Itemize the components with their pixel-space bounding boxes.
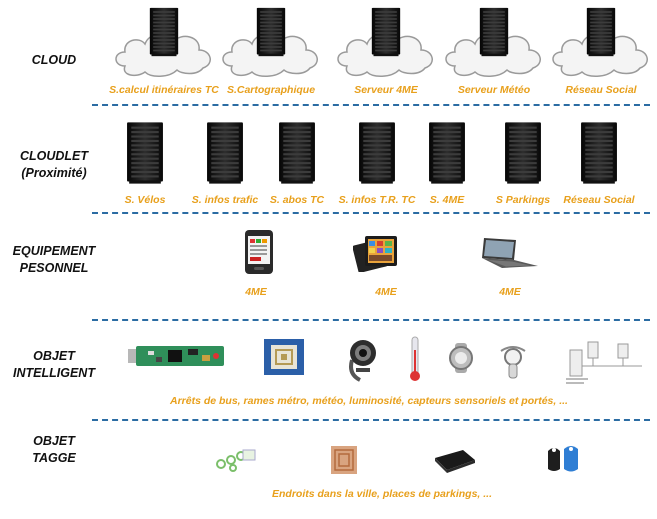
tier-tagged: OBJET TAGGE bbox=[6, 433, 102, 467]
rfid-tags-icon bbox=[216, 449, 256, 472]
keyfob-tags-icon bbox=[548, 446, 578, 472]
cloudlet-service-label: S Parkings bbox=[495, 194, 551, 206]
tier-cloud-line-1: CLOUD bbox=[31, 53, 77, 67]
cloudlet-service-label: S. 4ME bbox=[429, 194, 465, 206]
cloud-service-label: Réseau Social bbox=[565, 84, 637, 96]
cloud-service-label: Serveur Météo bbox=[457, 84, 531, 96]
cloud-service-label: S.Cartographique bbox=[226, 84, 316, 96]
cloudlet-service-label: S. Vélos bbox=[124, 194, 166, 206]
tier-personal: EQUIPEMENT PESONNEL bbox=[6, 243, 102, 277]
server-icon bbox=[504, 120, 542, 191]
separator-smart-tagged bbox=[92, 419, 650, 421]
thermometer-icon bbox=[410, 336, 420, 381]
cloud-service-label: Serveur 4ME bbox=[354, 84, 418, 96]
smart-objects-caption: Arrêts de bus, rames métro, météo, lumin… bbox=[170, 395, 568, 407]
separator-cloud-cloudlet bbox=[92, 104, 650, 106]
tier-smart-line-2: INTELLIGENT bbox=[13, 366, 95, 380]
server-icon bbox=[256, 6, 286, 63]
tier-tagged-line-1: OBJET bbox=[33, 434, 75, 448]
tier-personal-line-1: EQUIPEMENT bbox=[12, 244, 96, 258]
personal-device-label: 4ME bbox=[245, 286, 267, 298]
server-icon bbox=[126, 120, 164, 191]
nfc-tag-icon bbox=[331, 446, 357, 474]
server-icon bbox=[206, 120, 244, 191]
tier-cloud: CLOUD bbox=[6, 52, 102, 69]
server-icon bbox=[580, 120, 618, 191]
tag-box-icon bbox=[435, 450, 475, 473]
sensor-network-icon bbox=[566, 341, 642, 384]
rfid-reader-icon bbox=[264, 339, 304, 375]
tier-cloudlet-line-1: CLOUDLET bbox=[19, 149, 89, 163]
smartphone-icon bbox=[245, 230, 273, 274]
circuit-board-icon bbox=[128, 346, 224, 366]
server-icon bbox=[149, 6, 179, 63]
tier-personal-line-2: PESONNEL bbox=[19, 261, 89, 275]
tier-smart-line-1: OBJET bbox=[33, 349, 75, 363]
tablet-icon bbox=[353, 236, 397, 272]
personal-device-label: 4ME bbox=[375, 286, 397, 298]
cloudlet-service-label: S. infos trafic bbox=[191, 194, 259, 206]
separator-personal-smart bbox=[92, 319, 650, 321]
server-icon bbox=[428, 120, 466, 191]
cloudlet-service-label: S. infos T.R. TC bbox=[338, 194, 416, 206]
motion-sensor-icon bbox=[500, 346, 526, 379]
tier-tagged-line-2: TAGGE bbox=[32, 451, 76, 465]
tagged-objects-caption: Endroits dans la ville, places de parkin… bbox=[272, 488, 492, 500]
cloudlet-service-label: S. abos TC bbox=[269, 194, 325, 206]
cloudlet-service-label: Réseau Social bbox=[563, 194, 635, 206]
separator-cloudlet-personal bbox=[92, 212, 650, 214]
tier-cloudlet-line-2: (Proximité) bbox=[21, 166, 87, 180]
server-icon bbox=[586, 6, 616, 63]
cloud-service-label: S.calcul itinéraires TC bbox=[109, 84, 219, 96]
smart-watch-icon bbox=[449, 343, 473, 373]
server-icon bbox=[358, 120, 396, 191]
tier-smart: OBJET INTELLIGENT bbox=[6, 348, 102, 382]
personal-device-label: 4ME bbox=[499, 286, 521, 298]
laptop-icon bbox=[482, 238, 538, 268]
server-icon bbox=[371, 6, 401, 63]
tier-cloudlet: CLOUDLET (Proximité) bbox=[6, 148, 102, 182]
webcam-icon bbox=[349, 340, 376, 382]
server-icon bbox=[479, 6, 509, 63]
server-icon bbox=[278, 120, 316, 191]
